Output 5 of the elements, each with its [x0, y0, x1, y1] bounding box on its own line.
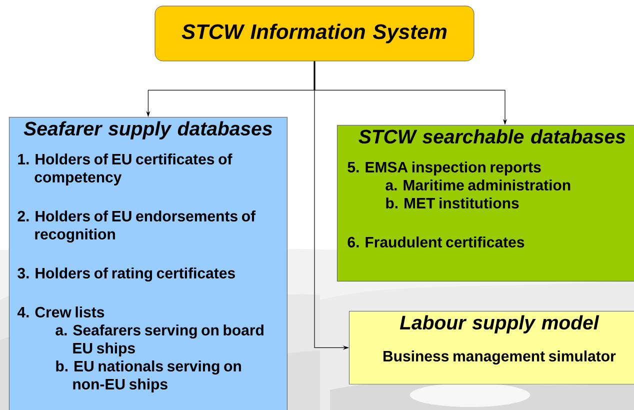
- database-box: STCW searchable databases 5. EMSA inspection reports a. Maritime administration b. MET institutions 6. Fraudulent certificates: [337, 125, 634, 282]
- database-box: Labour supply model Business management simulator: [349, 311, 634, 384]
- database-box: Seafarer supply databases 1. Holders of EU certificates of competency 2. Holders of EU endorsements of recognition 3. Holders of rating certificates 4. Crew lists a. Seafarers serving on board EU ships b. EU nationals serving on non-EU ships: [9, 117, 288, 410]
- title-box: STCW Information System: [154, 6, 474, 62]
- connector-trunk: [314, 61, 316, 90]
